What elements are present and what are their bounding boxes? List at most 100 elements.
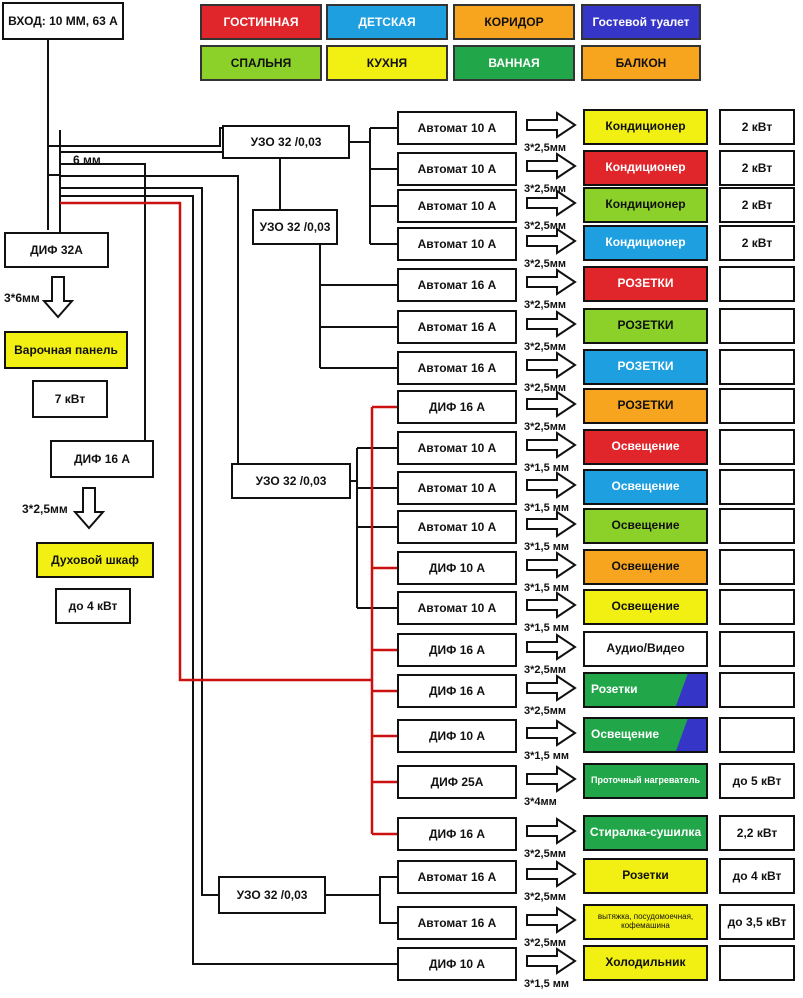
power-label: 7 кВт (54, 392, 86, 406)
rcd-32a[interactable]: УЗО 32 /0,03 (222, 125, 350, 159)
cable-label: 3*1,5 мм (524, 462, 570, 474)
legend-item: ВАННАЯ (453, 45, 575, 81)
breaker[interactable]: Автомат 10 А (397, 431, 517, 465)
breaker-dif-32a[interactable]: ДИФ 32А (4, 232, 109, 268)
breaker[interactable]: Автомат 16 А (397, 351, 517, 385)
breaker[interactable]: Автомат 16 А (397, 860, 517, 894)
breaker-label: ДИФ 16 А (428, 400, 486, 414)
power-value: 2 кВт (719, 187, 795, 223)
power-label: до 3,5 кВт (727, 915, 787, 929)
consumer-label: Кондиционер (605, 197, 686, 212)
breaker[interactable]: Автомат 16 А (397, 268, 517, 302)
breaker[interactable]: ДИФ 16 А (397, 674, 517, 708)
power-value (719, 549, 795, 585)
breaker[interactable]: Автомат 10 А (397, 111, 517, 145)
breaker-label: ДИФ 16 А (428, 827, 486, 841)
breaker[interactable]: Автомат 10 А (397, 152, 517, 186)
power-value: 2,2 кВт (719, 815, 795, 851)
consumer-label: РОЗЕТКИ (617, 276, 674, 291)
consumer: Освещение (583, 549, 708, 585)
wire (60, 187, 218, 896)
consumer-label: Освещение (611, 599, 680, 614)
rcd-32a[interactable]: УЗО 32 /0,03 (218, 876, 326, 914)
legend-label: ВАННАЯ (488, 56, 540, 70)
input-box: ВХОД: 10 ММ, 63 А (2, 2, 124, 40)
arrow-right-icon (526, 860, 577, 888)
cable-label: 3*1,5 мм (524, 541, 570, 553)
legend-label: КОРИДОР (484, 15, 544, 29)
breaker-label: Автомат 10 А (417, 520, 497, 534)
cable-label: 3*6мм (4, 291, 40, 305)
arrow-right-icon (526, 591, 577, 619)
cable-label: 3*2,5мм (524, 258, 566, 270)
breaker[interactable]: ДИФ 10 А (397, 947, 517, 981)
power-label: до 4 кВт (732, 869, 782, 883)
consumer: Освещение (583, 469, 708, 505)
rcd-label: УЗО 32 /0,03 (236, 888, 308, 902)
arrow-right-icon (526, 817, 577, 845)
consumer-label: Кондиционер (605, 160, 686, 175)
consumer-label: Холодильник (605, 955, 686, 970)
legend-item: СПАЛЬНЯ (200, 45, 322, 81)
arrow-right-icon (526, 189, 577, 217)
breaker[interactable]: Автомат 16 А (397, 310, 517, 344)
consumer-label: Освещение (591, 727, 659, 742)
power-value (719, 589, 795, 625)
breaker[interactable]: ДИФ 16 А (397, 817, 517, 851)
breaker-label: ДИФ 10 А (428, 561, 486, 575)
breaker[interactable]: Автомат 10 А (397, 510, 517, 544)
rcd-32a[interactable]: УЗО 32 /0,03 (231, 463, 351, 499)
breaker-label: Автомат 10 А (417, 601, 497, 615)
consumer-label: Аудио/Видео (606, 641, 685, 656)
power-value: 2 кВт (719, 109, 795, 145)
consumer-label: вытяжка, посудомоечная, кофемашина (597, 912, 694, 930)
rcd-label: УЗО 32 /0,03 (259, 220, 331, 234)
wire (48, 127, 222, 147)
consumer: РОЗЕТКИ (583, 308, 708, 344)
arrow-right-icon (526, 152, 577, 180)
consumer-label: РОЗЕТКИ (617, 318, 674, 333)
breaker-dif-16a[interactable]: ДИФ 16 А (50, 440, 154, 478)
breaker[interactable]: ДИФ 16 А (397, 390, 517, 424)
arrow-right-icon (526, 551, 577, 579)
cable-label: 3*2,5мм (524, 220, 566, 232)
power-value (719, 469, 795, 505)
arrow-right-icon (526, 227, 577, 255)
arrow-right-icon (526, 390, 577, 418)
consumer-label: Кондиционер (605, 119, 686, 134)
breaker[interactable]: Автомат 10 А (397, 591, 517, 625)
cable-label: 3*1,5 мм (524, 502, 570, 514)
cable-label: 3*2,5мм (524, 705, 566, 717)
cable-label: 3*2,5мм (524, 848, 566, 860)
consumer-label: Кондиционер (605, 235, 686, 250)
breaker[interactable]: Автомат 16 А (397, 906, 517, 940)
arrow-right-icon (526, 431, 577, 459)
breaker[interactable]: ДИФ 25А (397, 765, 517, 799)
breaker-label: Автомат 10 А (417, 199, 497, 213)
breaker[interactable]: ДИФ 10 А (397, 551, 517, 585)
breaker[interactable]: Автомат 10 А (397, 471, 517, 505)
input-label: ВХОД: 10 ММ, 63 А (8, 14, 118, 28)
breaker-label: Автомат 16 А (417, 870, 497, 884)
breaker-label: ДИФ 32А (30, 243, 83, 257)
rcd-32a[interactable]: УЗО 32 /0,03 (252, 209, 338, 245)
cable-label: 3*1,5 мм (524, 622, 570, 634)
breaker[interactable]: ДИФ 16 А (397, 633, 517, 667)
consumer: Холодильник (583, 945, 708, 981)
breaker[interactable]: Автомат 10 А (397, 189, 517, 223)
power-value (719, 508, 795, 544)
arrow-right-icon (526, 765, 577, 793)
consumer-label: Розетки (591, 682, 638, 697)
arrow-right-icon (526, 674, 577, 702)
power-value (719, 388, 795, 424)
breaker[interactable]: ДИФ 10 А (397, 719, 517, 753)
consumer-split (676, 674, 706, 706)
breaker[interactable]: Автомат 10 А (397, 227, 517, 261)
power-value (719, 266, 795, 302)
breaker-label: Автомат 10 А (417, 162, 497, 176)
arrow-right-icon (526, 947, 577, 975)
power-label: 2,2 кВт (736, 826, 778, 840)
consumer: вытяжка, посудомоечная, кофемашина (583, 904, 708, 940)
arrow-right-icon (526, 351, 577, 379)
consumer: Розетки (583, 672, 708, 708)
